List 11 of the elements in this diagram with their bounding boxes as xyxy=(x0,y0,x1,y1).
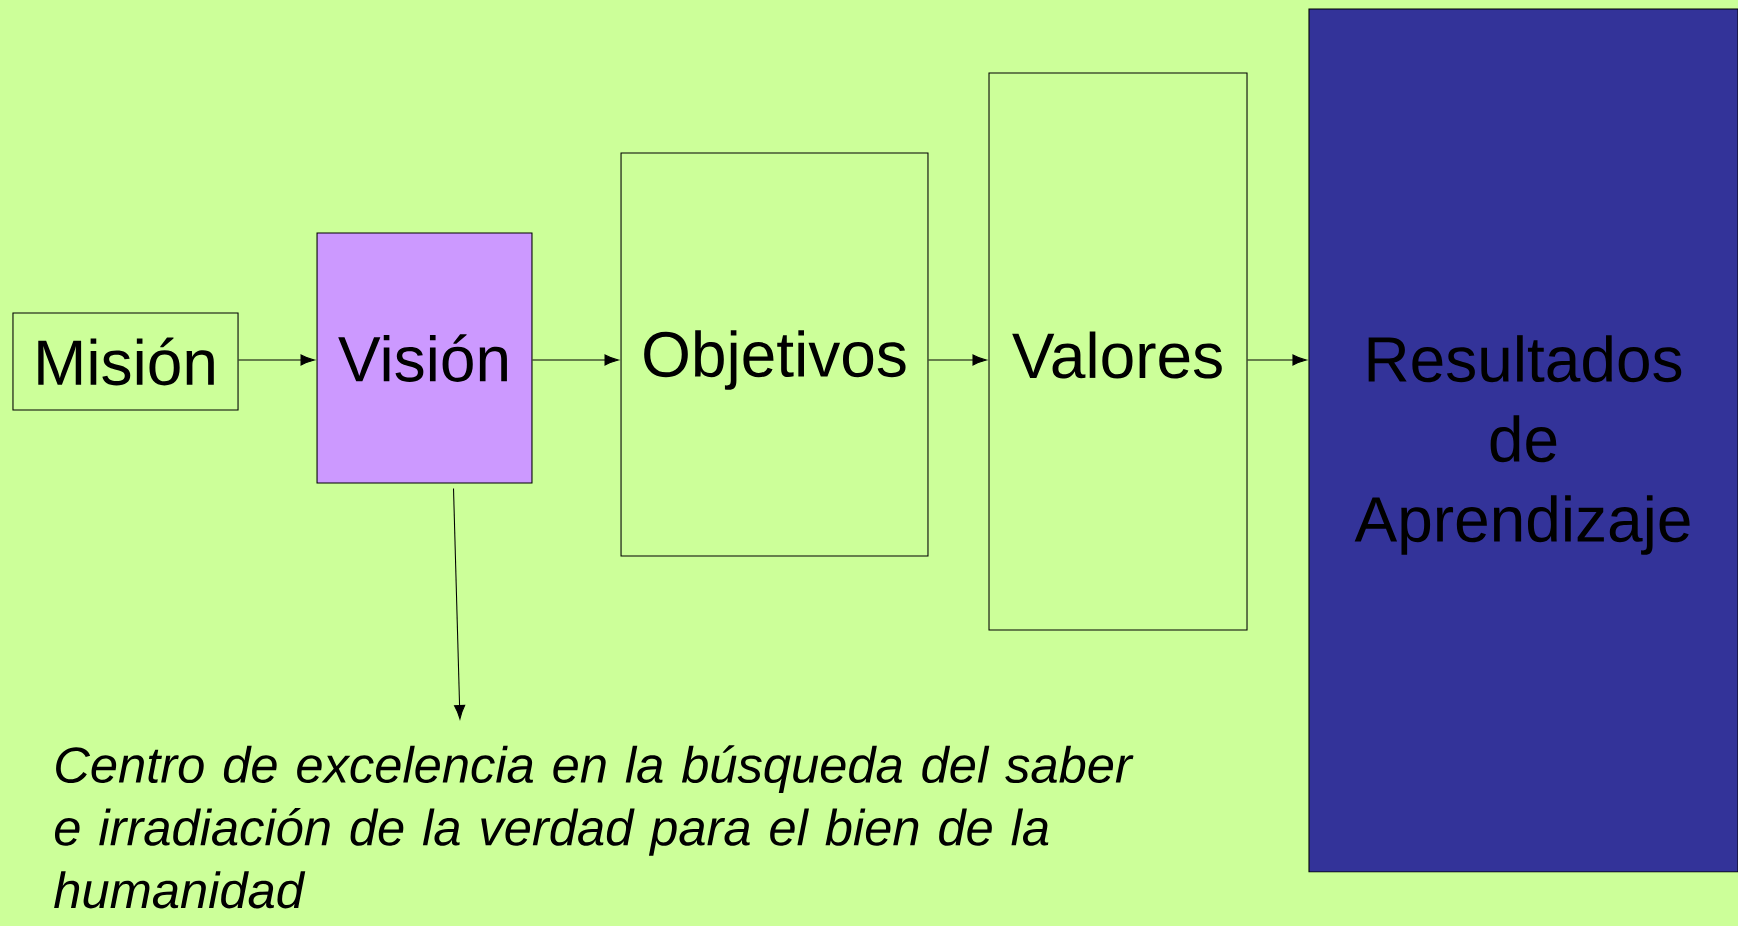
process-box: Objetivos xyxy=(620,152,929,557)
arrow xyxy=(1247,354,1307,366)
statement-text: Centro de excelencia en la búsqueda del saber e irradiación de la verdad para el bien de la humanidad xyxy=(54,745,1134,909)
arrow xyxy=(927,354,987,366)
arrow xyxy=(238,354,315,366)
arrow xyxy=(531,354,619,366)
process-box: Misión xyxy=(12,312,239,411)
process-box: Valores xyxy=(988,72,1248,631)
process-box: Visión xyxy=(316,232,533,484)
result-box: Resultados de Aprendizaje xyxy=(1308,8,1738,873)
leader-arrow xyxy=(452,488,466,720)
